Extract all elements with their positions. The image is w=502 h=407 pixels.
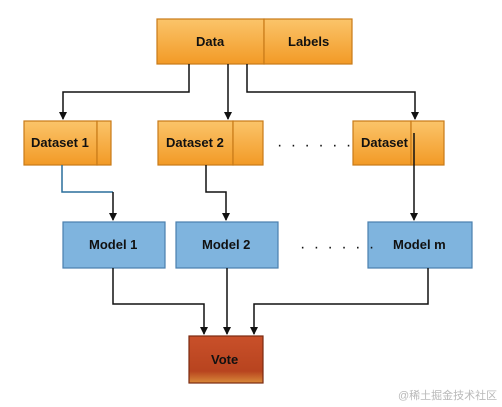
dataset-box-n bbox=[352, 120, 445, 166]
data-labels-box bbox=[156, 18, 353, 65]
vote-arrows bbox=[112, 268, 429, 335]
data-cell bbox=[156, 18, 265, 65]
watermark-text: @稀土掘金技术社区 bbox=[398, 390, 498, 402]
vote-box bbox=[188, 335, 264, 384]
model-1-label: Model 1 bbox=[89, 237, 138, 252]
arrow-dataset-1-to-model-1 bbox=[61, 165, 113, 193]
model-box-m bbox=[367, 221, 473, 269]
model-box-1 bbox=[62, 221, 166, 269]
split-arrows bbox=[59, 64, 419, 120]
arrow-model-1-to-vote bbox=[112, 268, 208, 335]
arrow-to-dataset-n bbox=[246, 64, 419, 120]
dataset-2-label: Dataset 2 bbox=[166, 135, 224, 150]
model-box-2 bbox=[175, 221, 279, 269]
arrow-to-dataset-1 bbox=[59, 64, 190, 120]
model-2-label: Model 2 bbox=[202, 237, 251, 252]
vote-label: Vote bbox=[211, 352, 239, 367]
labels-cell bbox=[263, 18, 353, 65]
model-m-label: Model m bbox=[393, 237, 446, 252]
dataset-n-label: Dataset bbox=[361, 135, 408, 150]
arrow-model-m-to-vote bbox=[250, 268, 429, 335]
model-ellipsis: · · · · · · bbox=[300, 239, 377, 256]
labels-label: Labels bbox=[288, 34, 330, 49]
dataset-box-1 bbox=[23, 120, 112, 166]
dataset-box-2 bbox=[157, 120, 264, 166]
data-label: Data bbox=[196, 34, 225, 49]
dataset-ellipsis: · · · · · · bbox=[277, 137, 354, 154]
train-arrows bbox=[61, 133, 418, 221]
dataset-1-label: Dataset 1 bbox=[31, 135, 89, 150]
arrow-dataset-2-to-model-2 bbox=[205, 165, 230, 221]
